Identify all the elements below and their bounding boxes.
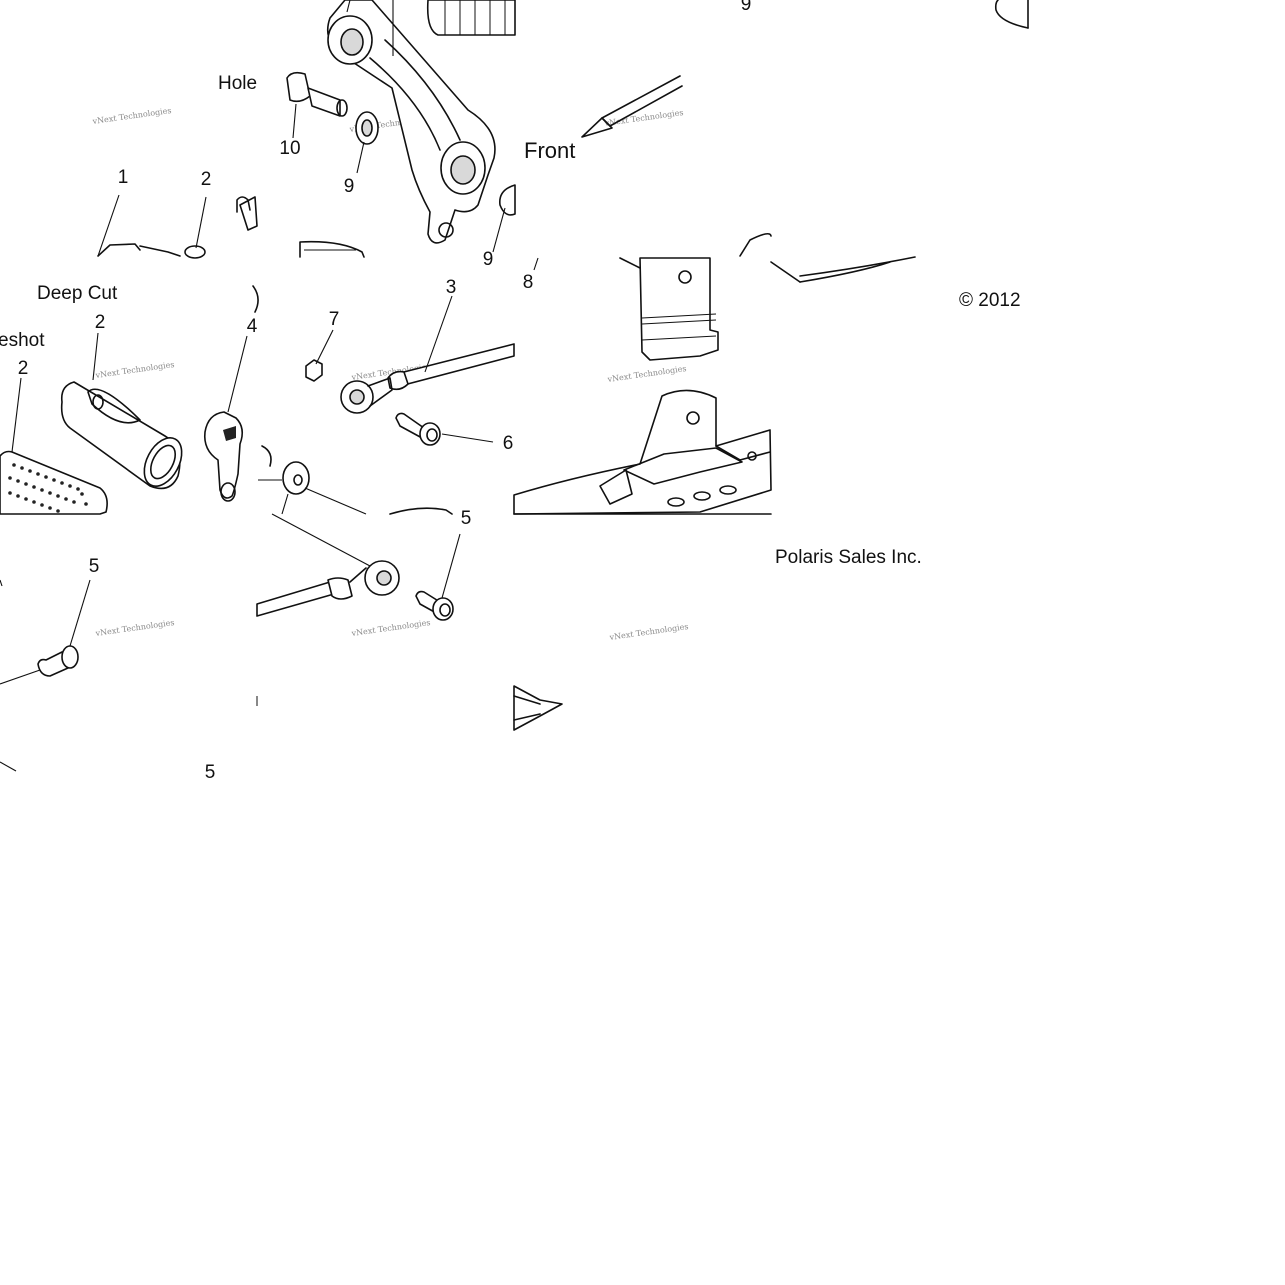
leader-2-mid	[92, 332, 99, 381]
watermark-7: vNext Technologies	[94, 618, 175, 638]
tile-middle-middle	[258, 295, 515, 515]
watermark-4: vNext Technologies	[94, 360, 175, 380]
leader-5-right	[441, 533, 461, 599]
leader-5-left	[69, 579, 91, 647]
callout-9-mid: 9	[344, 176, 355, 197]
label-shot-partial: eshot	[0, 330, 45, 351]
lower-rod	[256, 581, 335, 617]
watermark-8: vNext Technologies	[350, 618, 431, 638]
company-label: Polaris Sales Inc.	[775, 547, 922, 568]
mount-bracket-upper	[639, 257, 719, 361]
nut	[305, 359, 323, 382]
tile-bottom-middle	[256, 513, 461, 706]
leader-7	[315, 329, 334, 365]
callout-2-left: 2	[18, 358, 29, 379]
tile-middle-far-right	[739, 232, 916, 283]
leader-9-mid	[356, 141, 365, 174]
frame-rail	[513, 389, 772, 515]
watermark-9: vNext Technologies	[608, 622, 689, 642]
leader-6	[441, 433, 494, 443]
frame-end	[513, 685, 563, 731]
tile-middle-right	[513, 257, 772, 515]
leader-2-top	[195, 196, 207, 249]
leader-10	[292, 103, 297, 139]
leader-1	[97, 194, 120, 257]
label-deep-cut: Deep Cut	[37, 283, 118, 304]
callout-9-right: 9	[483, 249, 494, 270]
rubber-footpeg	[0, 450, 108, 515]
tile-top-middle	[286, 0, 516, 258]
tile-top-far-right	[994, 0, 1029, 29]
label-front: Front	[524, 138, 575, 163]
callout-5-bottom: 5	[205, 762, 216, 783]
callout-5-left: 5	[89, 556, 100, 577]
copyright-label: © 2012	[959, 290, 1021, 311]
leader-2-left	[11, 377, 22, 453]
tile-middle-left	[0, 285, 259, 515]
tile-bottom-right	[513, 685, 563, 731]
leader-4	[227, 335, 248, 413]
callout-2-mid: 2	[95, 312, 106, 333]
callout-4: 4	[247, 316, 258, 337]
watermark-1: vNext Technologies	[91, 106, 172, 126]
callout-3: 3	[446, 277, 457, 298]
watermark-6: vNext Technologies	[606, 364, 687, 384]
leader-3	[424, 295, 453, 373]
watermarks: vNext Technologies vNext Technologies vN…	[91, 106, 689, 642]
leader-9-right	[492, 207, 506, 253]
callout-5-right: 5	[461, 508, 472, 529]
label-hole: Hole	[218, 73, 257, 94]
callout-9-top: 9	[741, 0, 752, 15]
callout-1: 1	[118, 167, 129, 188]
callout-6: 6	[503, 433, 514, 454]
callouts: 9 10 9 9 1 2 2 2 3 4 7 6 8 5 5 5	[18, 0, 752, 783]
tile-bottom-left	[0, 579, 91, 772]
callout-10: 10	[279, 138, 300, 159]
labels: Hole Front Deep Cut eshot © 2012 Polaris…	[0, 73, 1021, 568]
callout-2-top: 2	[201, 169, 212, 190]
tile-top-right	[533, 75, 683, 271]
callout-8: 8	[523, 272, 534, 293]
tile-top-left	[97, 194, 258, 259]
callout-7: 7	[329, 309, 340, 330]
